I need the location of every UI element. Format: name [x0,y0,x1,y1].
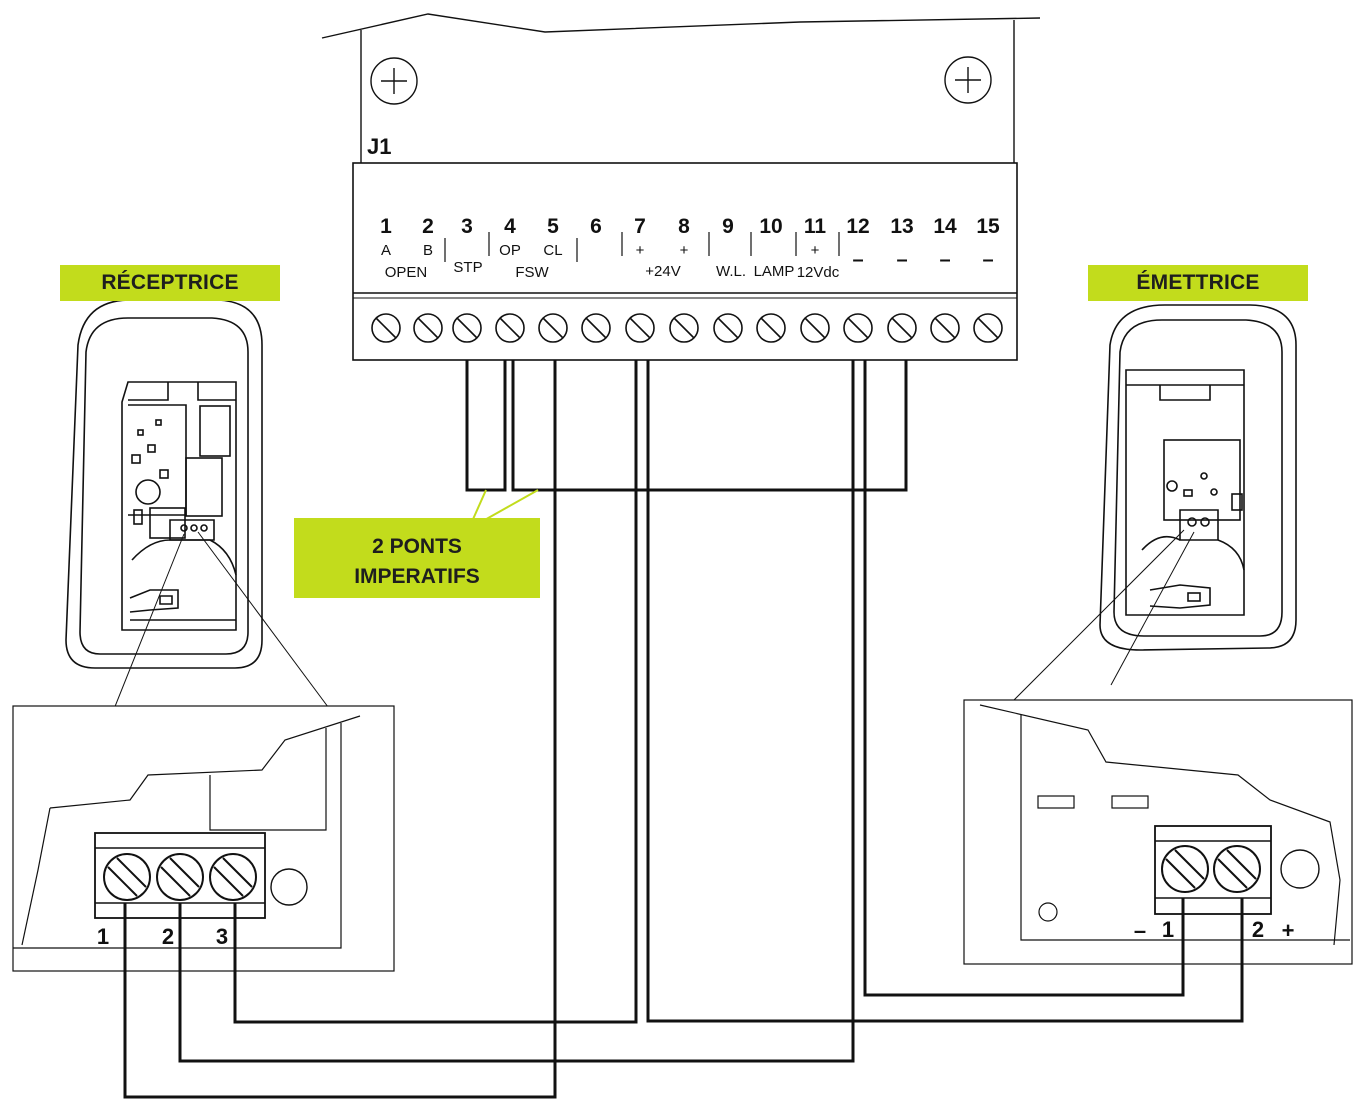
transmitter-zoom: – 1 2 + [963,699,1353,965]
terminal-screw-11 [800,313,830,343]
terminal-sign-11: + [811,242,820,259]
terminal-sign-1: A [381,242,391,259]
terminal-screw-2 [413,313,443,343]
transmitter-plus: + [1282,918,1295,943]
terminal-number-14: 14 [933,215,957,238]
terminal-screw-4 [495,313,525,343]
bridge-note: 2 PONTS IMPERATIFS [294,518,540,598]
terminal-screw-7 [625,313,655,343]
receiver-title: RÉCEPTRICE [60,265,280,301]
mounting-screw-left [370,57,418,105]
terminal-number-6: 6 [590,215,602,238]
terminal-screw-13 [887,313,917,343]
receiver-terminal-3: 3 [216,924,228,949]
connector-label: J1 [367,134,391,159]
terminal-sign-5: CL [543,242,562,259]
group-label-12vdc: 12Vdc [797,264,840,281]
terminal-number-13: 13 [890,215,913,238]
receiver-terminal-1: 1 [97,924,109,949]
terminal-sign-13: – [896,249,907,271]
terminal-screw-14 [930,313,960,343]
terminal-number-7: 7 [634,215,646,238]
terminal-screw-12 [843,313,873,343]
bridge-note-line1: 2 PONTS [372,535,462,558]
group-label-open: OPEN [385,264,428,281]
terminal-number-4: 4 [504,215,516,238]
terminal-screw-3 [452,313,482,343]
terminal-number-11: 11 [804,215,827,238]
terminal-number-8: 8 [678,215,690,238]
terminal-number-12: 12 [846,215,869,238]
terminal-number-10: 10 [759,215,782,238]
transmitter-title: ÉMETTRICE [1088,265,1308,301]
terminal-number-5: 5 [547,215,559,238]
receiver-photocell [65,299,263,669]
receiver-terminal-2: 2 [162,924,174,949]
terminal-number-9: 9 [722,215,734,238]
wiring [123,360,1244,1099]
group-label-fsw: FSW [515,264,549,281]
terminal-screw-1 [371,313,401,343]
group-label-wl: W.L. [716,263,746,280]
bridge-note-line2: IMPERATIFS [354,565,480,588]
group-label-24v: +24V [645,263,680,280]
transmitter-terminal-1: 1 [1162,917,1174,942]
transmitter-photocell [1099,304,1297,651]
terminal-sign-15: – [982,249,993,271]
group-label-stp: STP [453,259,482,276]
terminal-sign-7: + [636,242,645,259]
terminal-screw-6 [581,313,611,343]
terminal-screw-9 [713,313,743,343]
terminal-sign-12: – [852,249,863,271]
transmitter-minus: – [1134,918,1146,943]
terminal-screw-15 [973,313,1003,343]
terminal-number-2: 2 [422,215,434,238]
terminal-number-15: 15 [976,215,1000,238]
terminal-sign-4: OP [499,242,521,259]
terminal-sign-8: + [680,242,689,259]
terminal-screw-8 [669,313,699,343]
terminal-sign-14: – [939,249,950,271]
receiver-zoom: 1 2 3 [12,705,395,972]
terminal-sign-2: B [423,242,433,259]
controller-board: J1 [321,13,1041,163]
terminal-number-3: 3 [461,215,473,238]
mounting-screw-right [944,56,992,104]
terminal-screw-5 [538,313,568,343]
terminal-screw-10 [756,313,786,343]
terminal-number-1: 1 [380,215,392,238]
group-label-lamp: LAMP [754,263,795,280]
transmitter-terminal-2: 2 [1252,917,1264,942]
